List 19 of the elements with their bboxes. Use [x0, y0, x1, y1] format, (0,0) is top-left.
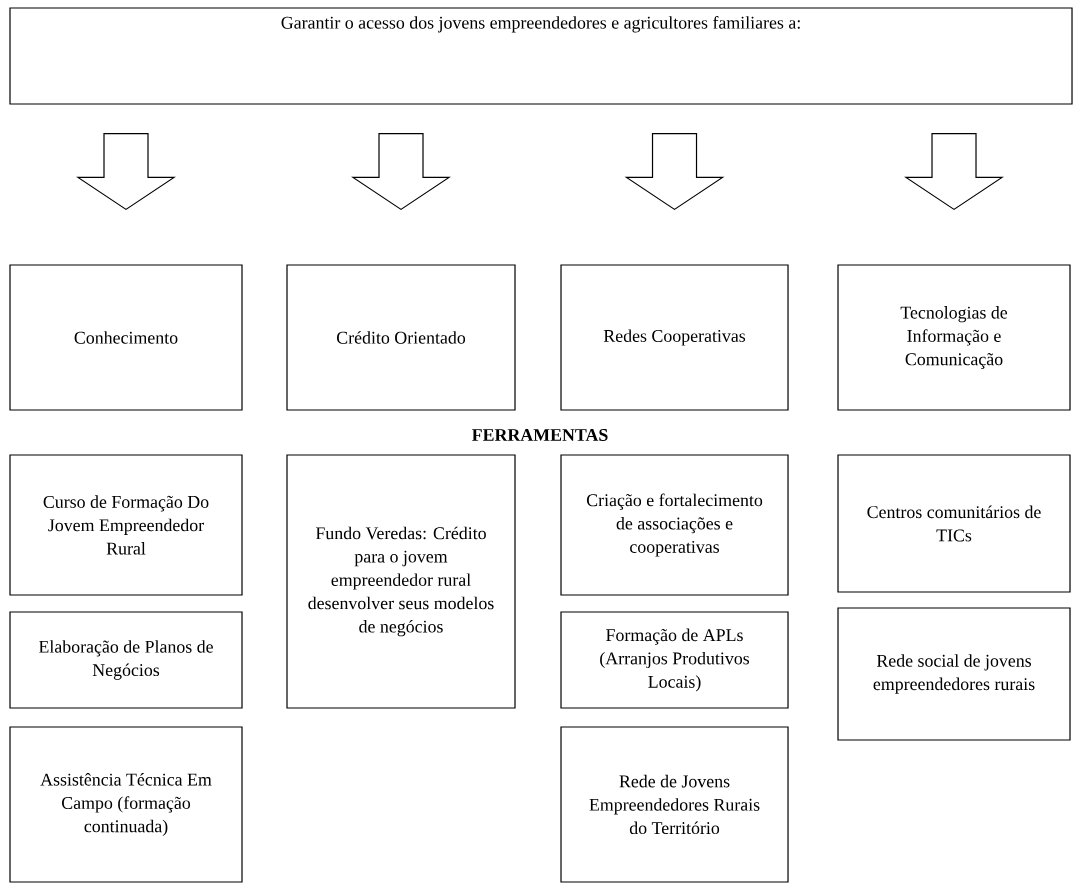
box: Tecnologias de Informação e Comunicação — [837, 264, 1071, 411]
box: Garantir o acesso dos jovens empreendedores e agricultores familiares a: — [9, 7, 1073, 105]
box: Elaboração de Planos de Negócios — [9, 611, 243, 709]
block-arrow — [76, 133, 176, 211]
box: Conhecimento — [9, 264, 243, 411]
box: Fundo Veredas: Crédito para o jovem empreendedor rural desenvolver seus modelos de negócios — [286, 454, 516, 709]
box: Curso de Formação Do Jovem Empreendedor Rural — [9, 454, 243, 596]
block-arrow — [624, 133, 725, 211]
box: Centros comunitários de TICs — [837, 454, 1071, 593]
box: Rede de Jovens Empreendedores Rurais do Território — [560, 726, 789, 883]
box: Criação e fortalecimento de associações e cooperativas — [560, 454, 789, 596]
box: Crédito Orientado — [286, 264, 516, 411]
box: Assistência Técnica Em Campo (formação continuada) — [9, 726, 243, 883]
box: Rede social de jovens empreendedores rurais — [837, 607, 1071, 741]
block-arrow — [904, 133, 1004, 211]
section-heading: FERRAMENTAS — [472, 429, 608, 441]
block-arrow — [351, 133, 451, 211]
box: Redes Cooperativas — [560, 264, 789, 411]
box: Formação de APLs (Arranjos Produtivos Locais) — [560, 611, 789, 709]
